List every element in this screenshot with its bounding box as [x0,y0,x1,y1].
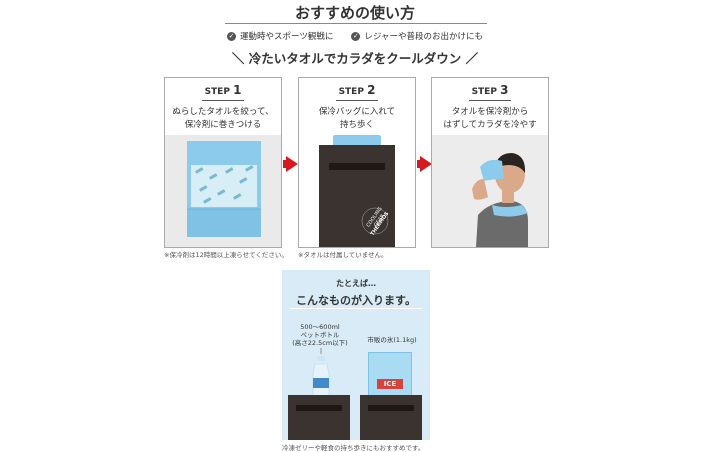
step-word: STEP [338,87,364,97]
step-1-note: ※保冷剤は12時間以上凍らせてください。 [164,251,288,259]
caption-line: 500～600ml [300,323,340,331]
step-3-card: STEP 3 タオルを保冷剤から はずしてカラダを冷やす [431,77,549,248]
ice-bag: ICE [368,352,412,402]
step-word: STEP [471,87,497,97]
caption-line: (高さ22.5cm以下) [292,339,348,347]
desc-line: ぬらしたタオルを絞って、 [172,107,274,117]
cooler-case [288,395,350,440]
step-label: STEP 2 [299,83,415,101]
use-cases: ✓ 運動時やスポーツ観戦に ✓ レジャーや普段のお出かけにも [0,30,710,42]
use-case-item: ✓ 運動時やスポーツ観戦に [227,30,333,42]
check-icon: ✓ [227,31,237,41]
examples-divider [290,308,422,309]
title-divider [225,23,487,24]
use-case-label: レジャーや普段のお出かけにも [364,32,483,42]
step-2-note: ※タオルは付属していません。 [298,251,388,259]
step-description: タオルを保冷剤から はずしてカラダを冷やす [432,106,548,132]
ice-label: ICE [377,379,403,389]
check-icon: ✓ [351,31,361,41]
ice-caption: 市販の氷(1.1kg) [367,336,417,344]
step-label: STEP 1 [165,83,281,101]
slash-right-icon: ／ [461,51,479,66]
step-description: 保冷バッグに入れて 持ち歩く [299,106,415,132]
desc-line: 保冷剤に巻きつける [184,120,262,130]
bottle-icon [312,348,330,404]
step-word: STEP [204,87,230,97]
caption-line: ペットボトル [300,331,340,339]
subtitle-text: 冷たいタオルでカラダをクールダウン [248,51,462,66]
bottle-caption: 500～600ml ペットボトル (高さ22.5cm以下) [288,323,352,347]
desc-line: 保冷バッグに入れて [318,107,396,117]
step-2-photo: COOLING GEAR THERMOS [299,135,415,247]
step-1-photo [165,135,281,247]
desc-line: はずしてカラダを冷やす [443,120,537,130]
arrow-right-icon [286,156,298,172]
cooler-case [360,395,422,440]
page-title: おすすめの使い方 [294,4,415,22]
bottom-note: 冷凍ゼリーや軽食の持ち歩きにもおすすめです。 [282,444,425,452]
step-2-card: STEP 2 保冷バッグに入れて 持ち歩く COOLING GEAR THERM… [298,77,416,248]
examples-lead: たとえば… [336,279,376,288]
arrow-right-icon [420,156,432,172]
use-case-label: 運動時やスポーツ観戦に [240,32,334,42]
step-number: 1 [233,83,242,97]
desc-line: タオルを保冷剤から [451,107,529,117]
step-number: 3 [500,83,509,97]
step-3-photo [432,135,548,247]
use-case-item: ✓ レジャーや普段のお出かけにも [351,30,483,42]
section-subtitle: ＼ 冷たいタオルでカラダをクールダウン ／ [0,48,710,67]
step-number: 2 [367,83,376,97]
examples-panel: たとえば… こんなものが入ります。 500～600ml ペットボトル (高さ22… [282,270,430,440]
desc-line: 持ち歩く [339,120,374,130]
slash-left-icon: ＼ [231,51,249,66]
step-label: STEP 3 [432,83,548,101]
examples-title: こんなものが入ります。 [296,294,416,307]
step-1-card: STEP 1 ぬらしたタオルを絞って、 保冷剤に巻きつける [164,77,282,248]
step-description: ぬらしたタオルを絞って、 保冷剤に巻きつける [165,106,281,132]
